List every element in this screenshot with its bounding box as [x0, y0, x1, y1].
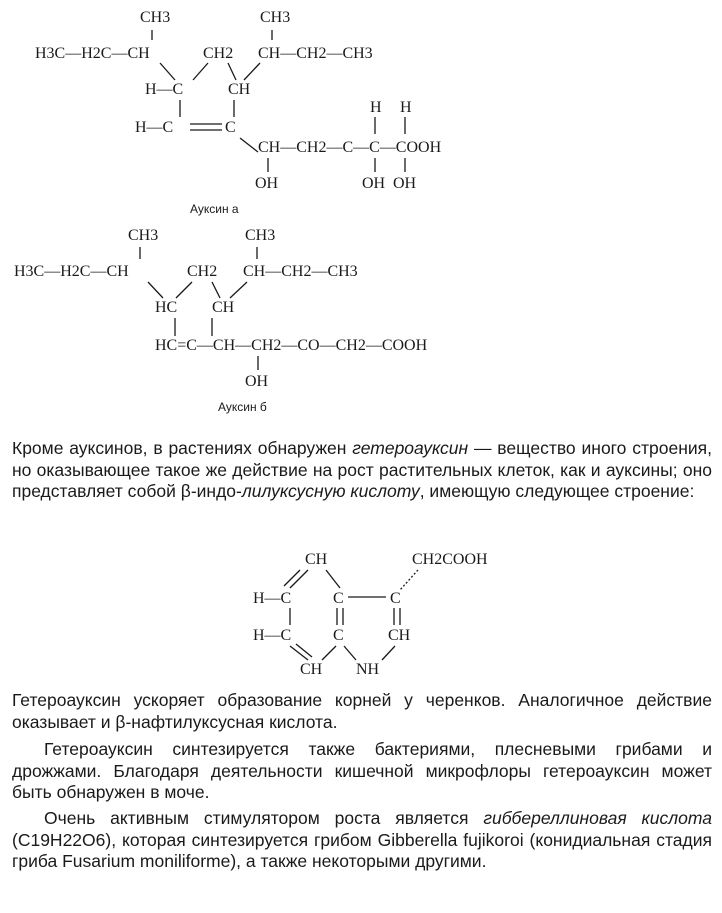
paragraph-heteroauxin-intro: Кроме ауксинов, в растениях обнаружен ге… [12, 438, 712, 501]
indole-nh: NH [356, 661, 380, 678]
indole-hc-2: H—C [253, 627, 291, 644]
auxin-b-methyl-1: CH3 [128, 227, 158, 244]
auxin-b-side-chain: HC=C—CH—CH2—CO—CH2—COOH [155, 337, 428, 354]
indole-ch2cooh: CH2COOH [412, 551, 488, 568]
chemical-structures: CH3 CH3 H3C—H2C—CH CH2 CH—CH2—CH3 H—C CH… [14, 9, 488, 678]
auxin-b-chain-left: H3C—H2C—CH [14, 263, 129, 280]
auxin-b-methyl-2: CH3 [245, 227, 275, 244]
auxin-a-oh-2: OH [362, 175, 386, 192]
auxin-a-caption: Ауксин а [190, 202, 239, 216]
auxin-a-chain-left: H3C—H2C—CH [35, 45, 150, 62]
auxin-a-h1: H [370, 99, 382, 116]
auxin-a-ring-ch2: CH2 [203, 45, 233, 62]
paragraph-root-formation: Гетероауксин ускоряет образование корней… [12, 690, 712, 732]
auxin-a-ring-hc2: H—C [135, 119, 173, 136]
paragraph-gibberellin: Очень активным стимулятором роста являет… [12, 808, 712, 871]
indole-c-3: C [333, 627, 344, 644]
auxin-b-caption: Ауксин б [218, 400, 267, 414]
auxin-b-oh: OH [245, 373, 269, 390]
auxin-b-structure: CH3 CH3 H3C—H2C—CH CH2 CH—CH2—CH3 HC CH … [14, 227, 428, 414]
indole-c-1: C [333, 590, 344, 607]
auxin-b-ring-ch2: CH2 [187, 263, 217, 280]
auxin-a-methyl-2: CH3 [260, 9, 290, 26]
auxin-a-ring-hc: H—C [145, 81, 183, 98]
auxin-a-ring-c: C [225, 119, 236, 136]
indole-ch-top: CH [305, 551, 328, 568]
auxin-b-ch: CH [212, 299, 235, 316]
auxin-b-hc: HC [155, 299, 177, 316]
indole-ch-bottom: CH [300, 661, 323, 678]
auxin-b-chain-right: CH—CH2—CH3 [243, 263, 358, 280]
indole-hc-1: H—C [253, 590, 291, 607]
auxin-a-ring-ch: CH [228, 81, 251, 98]
auxin-a-methyl-1: CH3 [140, 9, 170, 26]
indoleacetic-acid-structure: CH CH2COOH H—C C C H—C C CH CH NH [253, 551, 488, 678]
paragraph-synthesis: Гетероауксин синтезируется также бактери… [12, 739, 712, 802]
indole-c-2: C [390, 590, 401, 607]
auxin-a-oh-1: OH [255, 175, 279, 192]
auxin-a-h2: H [400, 99, 412, 116]
auxin-a-structure: CH3 CH3 H3C—H2C—CH CH2 CH—CH2—CH3 H—C CH… [35, 9, 442, 216]
auxin-a-chain-right: CH—CH2—CH3 [258, 45, 373, 62]
auxin-a-side-chain: CH—CH2—C—C—COOH [258, 139, 442, 156]
auxin-a-oh-3: OH [393, 175, 417, 192]
indole-ch-right: CH [388, 627, 411, 644]
